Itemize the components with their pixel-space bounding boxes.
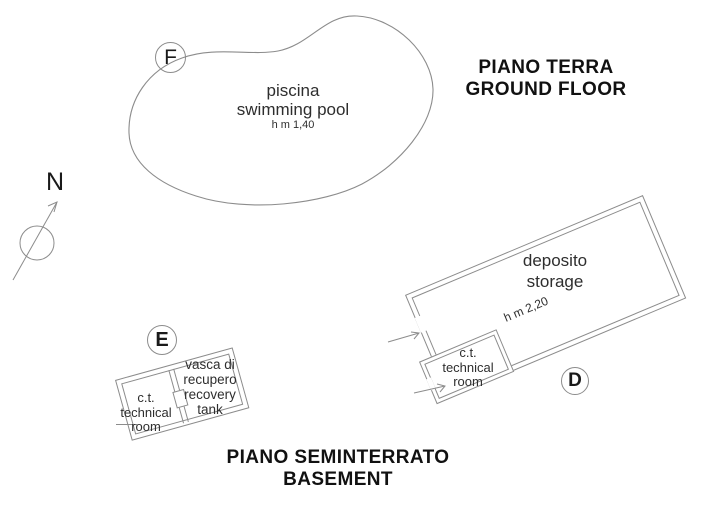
marker-e: E xyxy=(147,325,177,355)
marker-e-label: E xyxy=(155,328,169,351)
storage-name-it: deposito xyxy=(522,251,588,270)
storage-label: deposito storage xyxy=(475,250,635,292)
entry-arrow-icon xyxy=(387,331,420,343)
basement-title: PIANO SEMINTERRATO BASEMENT xyxy=(213,447,463,491)
annex-door-tick xyxy=(116,424,137,425)
entry-arrow-icon xyxy=(413,383,446,394)
annex-technical-room-label: c.t. technical room xyxy=(120,390,172,434)
storage-name-en: storage xyxy=(526,272,584,291)
basement-title-it: PIANO SEMINTERRATO xyxy=(226,447,450,468)
pool-depth-note: h m 1,40 xyxy=(271,119,315,132)
storage-technical-room-label: c.t. technical room xyxy=(442,345,494,389)
marker-f: F xyxy=(155,42,186,73)
ground-floor-title: PIANO TERRA GROUND FLOOR xyxy=(446,57,646,101)
marker-d-label: D xyxy=(568,370,582,391)
marker-d: D xyxy=(561,367,589,395)
north-label: N xyxy=(45,168,65,196)
basement-title-en: BASEMENT xyxy=(283,469,393,490)
pool-name-it: piscina xyxy=(266,81,320,100)
pool-label: piscina swimming pool h m 1,40 xyxy=(193,81,393,131)
recovery-tank-label: vasca di recupero recovery tank xyxy=(183,357,237,417)
marker-f-label: F xyxy=(164,45,177,69)
ground-floor-title-en: GROUND FLOOR xyxy=(465,79,627,100)
ground-floor-title-it: PIANO TERRA xyxy=(478,57,614,78)
pool-name-en: swimming pool xyxy=(236,100,350,120)
north-arrow-icon xyxy=(12,201,58,281)
swimming-pool-outline xyxy=(128,15,434,206)
